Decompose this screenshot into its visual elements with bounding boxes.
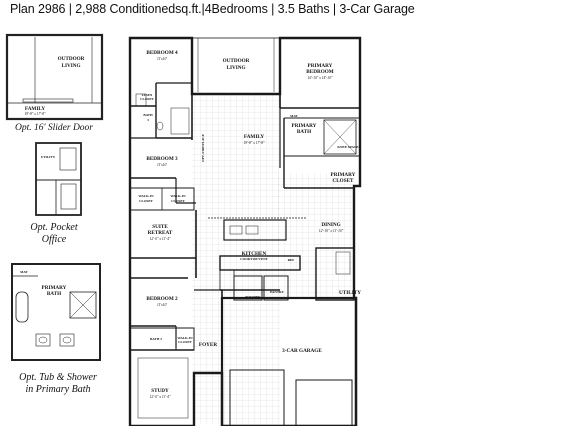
- family-dim: 19'-8" x 17'-8": [243, 141, 265, 145]
- suite-retreat-dim: 12'-0" x 11'-4": [150, 237, 171, 241]
- primary-bath-mat: MAT: [290, 114, 298, 118]
- bath3-line1: BATH: [143, 113, 153, 117]
- walkin-small-line1: WALK-IN: [177, 336, 193, 340]
- dining-label: DINING: [321, 222, 340, 228]
- dining-dim: 12'-10" x 11'-10": [319, 229, 344, 233]
- tub-shower-caption-1: Opt. Tub & Shower: [19, 372, 97, 383]
- pocket-office-inset: UTILITY: [35, 142, 82, 216]
- opt-primary-bath-line1: PRIMARY: [42, 285, 67, 291]
- opt-outdoor-living-line1: OUTDOOR: [58, 56, 85, 62]
- pocket-office-caption-1: Opt. Pocket: [30, 222, 78, 233]
- kitchen-ref: REF: [288, 258, 295, 262]
- primary-closet-line2: CLOSET: [332, 178, 354, 184]
- pocket-office-caption-2: Office: [41, 234, 67, 245]
- main-floor-plan: BEDROOM 4 11'x10' BATH 3 LINEN CLOSET OU…: [128, 36, 361, 426]
- opt-mat-label: MAT: [20, 270, 28, 274]
- walkin-closet-a-line2: CLOSET: [139, 199, 153, 203]
- fireplace-label: OPT. FIREPLACE: [201, 133, 205, 162]
- walkin-closet-b-line1: WALK-IN: [170, 194, 186, 198]
- tub-shower-caption-2: in Primary Bath: [25, 384, 91, 395]
- study-label: STUDY: [151, 388, 169, 394]
- tub-shower-inset: MAT PRIMARY BATH: [11, 263, 101, 361]
- outdoor-living-line1: OUTDOOR: [223, 58, 250, 64]
- bedroom4-dim: 11'x10': [157, 57, 167, 61]
- plan-header: Plan 2986 | 2,988 Conditionedsq.ft.|4Bed…: [0, 0, 576, 20]
- plan-title: Plan 2986 | 2,988 Conditionedsq.ft.|4Bed…: [10, 2, 415, 16]
- bedroom2-label: BEDROOM 2: [146, 296, 178, 302]
- study-dim: 12'-0" x 11'-4": [150, 395, 171, 399]
- bedroom2-dim: 11'x10': [157, 303, 167, 307]
- outdoor-living-line2: LIVING: [226, 65, 245, 71]
- primary-bath-line1: PRIMARY: [292, 123, 317, 129]
- bath2-label: BATH 2: [150, 337, 162, 341]
- kitchen-label: KITCHEN: [242, 251, 267, 257]
- walkin-small-line2: CLOSET: [178, 340, 192, 344]
- bedroom4-label: BEDROOM 4: [146, 50, 178, 56]
- opt-family-label: FAMILY: [25, 106, 45, 112]
- opt-utility-label: UTILITY: [41, 155, 56, 159]
- kitchen-cooktop: COOKTOP/VENT: [240, 257, 268, 261]
- primary-bedroom-line2: BEDROOM: [306, 69, 333, 75]
- slider-door-inset: OUTDOOR LIVING FAMILY 19'-8" x 17'-8": [5, 33, 104, 121]
- opt-family-dim: 19'-8" x 17'-8": [24, 112, 46, 116]
- walkin-closet-a-line1: WALK-IN: [138, 194, 154, 198]
- walkin-closet-b-line2: CLOSET: [171, 199, 185, 203]
- primary-bedroom-dim: 16'-10" x 14'-10": [308, 76, 333, 80]
- family-label: FAMILY: [244, 134, 264, 140]
- bedroom3-dim: 11'x10': [157, 163, 167, 167]
- primary-closet-line1: PRIMARY: [331, 172, 356, 178]
- utility-label: UTILITY: [339, 290, 361, 296]
- garage-label: 3-CAR GARAGE: [282, 348, 322, 354]
- primary-bath-line2: BATH: [297, 129, 311, 135]
- primary-bedroom-line1: PRIMARY: [308, 63, 333, 69]
- opt-outdoor-living-line2: LIVING: [61, 63, 80, 69]
- linen-closet-line2: CLOSET: [140, 97, 154, 101]
- slider-door-caption: Opt. 16' Slider Door: [14, 123, 94, 133]
- suite-retreat-line2: RETREAT: [148, 230, 173, 236]
- foyer-label: FOYER: [199, 342, 217, 348]
- knee-space-label: KNEE SPACE: [337, 145, 359, 149]
- pantry-label: PANTRY: [270, 290, 284, 294]
- bedroom3-label: BEDROOM 3: [146, 156, 178, 162]
- suite-retreat-line1: SUITE: [152, 224, 168, 230]
- opt-primary-bath-line2: BATH: [47, 291, 61, 297]
- powder-label: POWDER: [245, 295, 261, 299]
- linen-closet-line1: LINEN: [142, 93, 153, 97]
- bath3-line2: 3: [147, 118, 149, 122]
